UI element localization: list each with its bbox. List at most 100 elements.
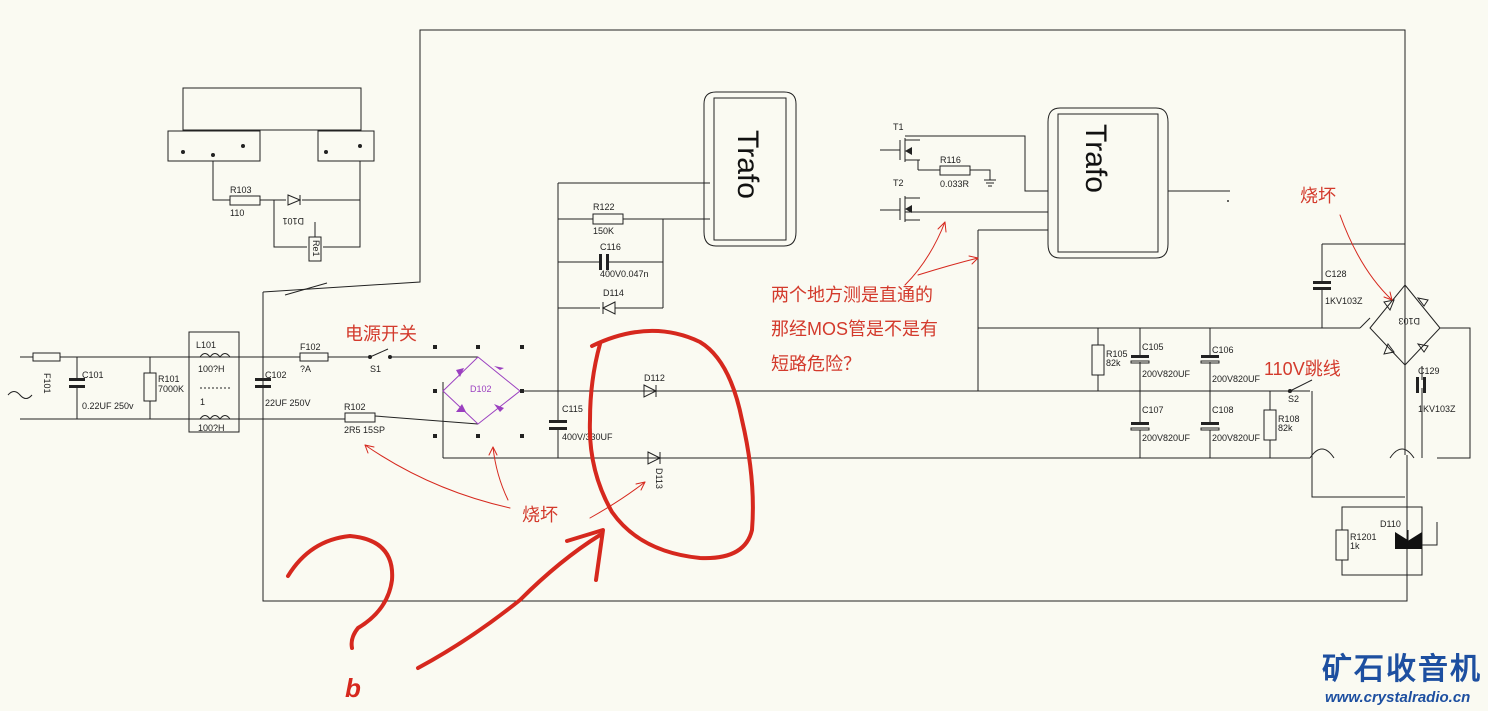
trafo-1-label: Trafo <box>731 130 764 199</box>
r103-label: R103 <box>230 185 252 195</box>
d110-label: D110 <box>1380 519 1401 529</box>
resistor-r105: R105 82k <box>1091 344 1128 376</box>
resistor-r101: R101 7000K <box>143 372 184 402</box>
c116-value: 400V0.047n <box>600 269 649 279</box>
fuse-f101: F101 <box>7 352 61 399</box>
diode-d101: D101 <box>282 194 304 226</box>
annotation-burned-center: 烧坏 <box>522 505 558 525</box>
r122-label: R122 <box>593 202 615 212</box>
resistor-r103: R103 110 <box>229 185 261 218</box>
capacitor-c115: C115 400V/330UF <box>549 404 613 442</box>
mosfet-t1: T1 <box>880 122 920 162</box>
transformer-1: Trafo <box>703 91 797 247</box>
stray-dot <box>1227 200 1229 202</box>
resistor-r1201: R1201 1k <box>1335 529 1377 561</box>
re1-label: Re1 <box>311 240 321 257</box>
relay-header <box>167 130 375 162</box>
r102-value: 2R5 15SP <box>344 425 385 435</box>
resistor-r122: R122 150K <box>592 202 624 236</box>
capacitor-c102: C102 22UF 250V <box>255 370 311 408</box>
resistor-r102: R102 2R5 15SP <box>344 402 385 435</box>
annotation-burned-right: 烧坏 <box>1300 186 1336 206</box>
c129-value: 1KV103Z <box>1418 404 1456 414</box>
r116-label: R116 <box>940 155 961 165</box>
capacitor-c116: C116 400V0.047n <box>599 242 649 279</box>
relay-coil-re1: Re1 <box>308 236 322 262</box>
transformer-2: Trafo <box>1047 107 1169 259</box>
fuse-f102: F102 ?A <box>299 342 329 374</box>
r1201-value: 1k <box>1350 541 1360 551</box>
c102-value: 22UF 250V <box>265 398 311 408</box>
annotation-power-switch: 电源开关 <box>345 324 417 344</box>
watermark-url: www.crystalradio.cn <box>1325 689 1470 706</box>
r101-label: R101 <box>158 374 180 384</box>
d114-label: D114 <box>603 288 624 298</box>
tvs-diode-d110: D110 <box>1380 519 1422 549</box>
d113-label: D113 <box>654 468 664 489</box>
c106-value: 200V820UF <box>1212 374 1261 384</box>
diode-d113: D113 <box>647 451 664 489</box>
bridge-rectifier-d102: D102 <box>433 345 524 438</box>
annotation-question-line2: 那经MOS管是不是有 <box>771 319 938 339</box>
c107-value: 200V820UF <box>1142 433 1191 443</box>
d112-label: D112 <box>644 373 665 383</box>
r105-label: R105 <box>1106 349 1128 359</box>
diode-d114: D114 <box>601 288 624 315</box>
switch-s2: S2 <box>1288 389 1299 404</box>
annotation-question-line3: 短路危险？ <box>771 354 861 374</box>
c101-label: C101 <box>82 370 104 380</box>
f102-label: F102 <box>300 342 321 352</box>
l101-value: 100?H <box>198 364 225 374</box>
annotation-scribble-letter: b <box>345 673 361 703</box>
r102-label: R102 <box>344 402 366 412</box>
annotation-question-line1: 两个地方测是直通的 <box>771 285 933 305</box>
r108-value: 82k <box>1278 423 1293 433</box>
mosfet-t2: T2 <box>880 178 920 222</box>
d103-label: D103 <box>1398 316 1420 326</box>
d101-label: D101 <box>282 216 304 226</box>
bridge-rectifier-d103: D103 <box>1369 284 1441 366</box>
c129-label: C129 <box>1418 366 1440 376</box>
choke-l101: L101 100?H 1 100?H <box>188 331 240 433</box>
s1-label: S1 <box>370 364 381 374</box>
c102-label: C102 <box>265 370 287 380</box>
c115-value: 400V/330UF <box>562 432 613 442</box>
c105-value: 200V820UF <box>1142 369 1191 379</box>
resistor-r116: R116 0.033R <box>939 155 996 189</box>
t1-label: T1 <box>893 122 904 132</box>
c115-label: C115 <box>562 404 583 414</box>
c105-label: C105 <box>1142 342 1164 352</box>
annotation-110v-jumper: 110V跳线 <box>1264 359 1341 379</box>
r1201-label: R1201 <box>1350 532 1377 542</box>
capacitor-c129: C129 1KV103Z <box>1416 366 1456 414</box>
d102-label: D102 <box>470 384 492 394</box>
trafo-2-label: Trafo <box>1079 124 1112 193</box>
r122-value: 150K <box>593 226 614 236</box>
r103-value: 110 <box>230 208 244 218</box>
c108-label: C108 <box>1212 405 1234 415</box>
capacitor-c107: C107 200V820UF <box>1130 405 1191 443</box>
resistor-r108: R108 82k <box>1263 409 1300 441</box>
l2-label: 1 <box>200 397 205 407</box>
r101-value: 7000K <box>158 384 184 394</box>
c107-label: C107 <box>1142 405 1164 415</box>
t2-label: T2 <box>893 178 904 188</box>
c106-label: C106 <box>1212 345 1234 355</box>
l2-value: 100?H <box>198 423 225 433</box>
r105-value: 82k <box>1106 358 1121 368</box>
f101-label: F101 <box>42 373 52 394</box>
c128-label: C128 <box>1325 269 1347 279</box>
capacitor-c101: C101 0.22UF 250v <box>69 370 134 411</box>
r116-value: 0.033R <box>940 179 970 189</box>
c116-label: C116 <box>600 242 621 252</box>
c108-value: 200V820UF <box>1212 433 1261 443</box>
switch-s1: S1 <box>368 348 392 374</box>
c128-value: 1KV103Z <box>1325 296 1363 306</box>
red-markup <box>286 214 1393 670</box>
capacitor-c105: C105 200V820UF <box>1130 342 1191 379</box>
capacitor-c128: C128 1KV103Z <box>1313 269 1363 306</box>
capacitor-c108: C108 200V820UF <box>1200 405 1261 443</box>
c101-value: 0.22UF 250v <box>82 401 134 411</box>
diode-d112: D112 <box>643 373 665 398</box>
